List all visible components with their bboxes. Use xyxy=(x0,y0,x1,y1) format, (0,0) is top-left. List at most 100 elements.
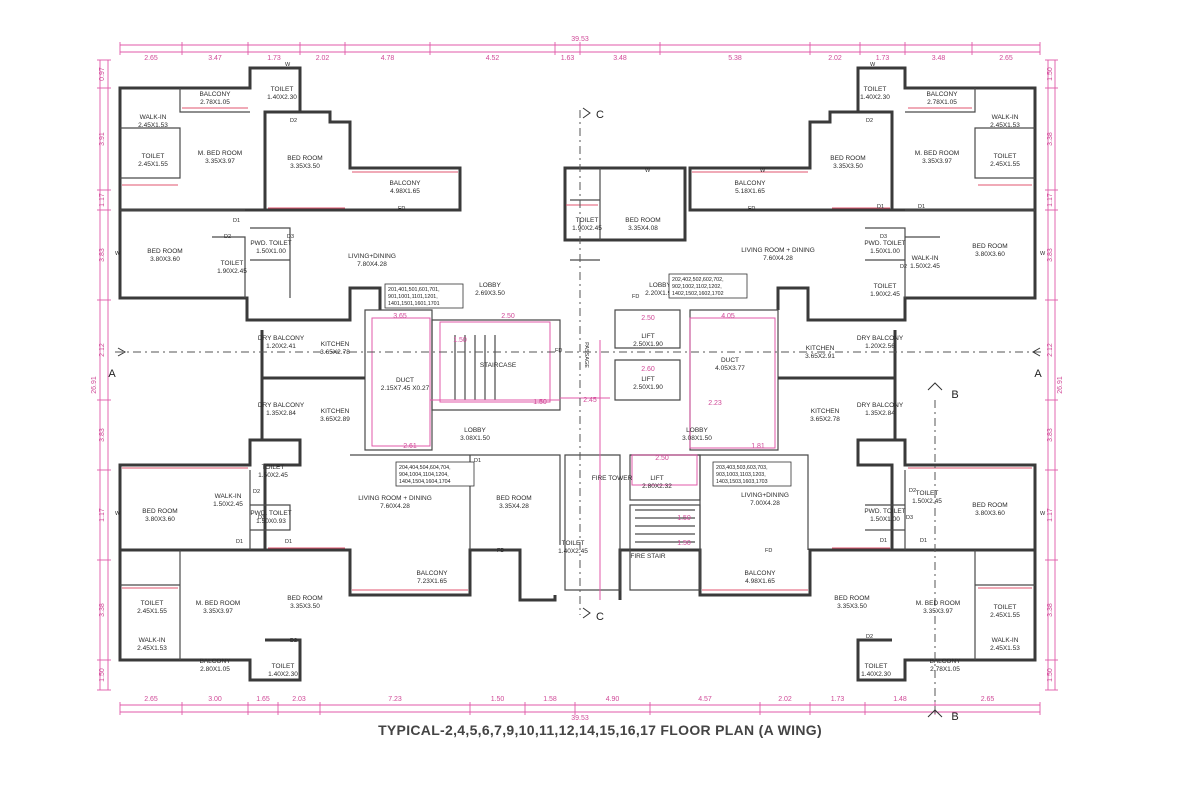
room-size: 2.45X1.55 xyxy=(137,608,167,615)
room-name: LIVING ROOM + DINING xyxy=(358,495,432,502)
room-name: STAIRCASE xyxy=(480,362,517,369)
room-size: 3.35X3.50 xyxy=(290,603,320,610)
room-size: 1.50X2.45 xyxy=(213,501,243,508)
section-c-top-label: C xyxy=(596,109,604,121)
fd-label: FD xyxy=(765,548,772,554)
room-size: 4.05X3.77 xyxy=(715,365,745,372)
d1-label: D1 xyxy=(918,204,925,210)
d2-label: D2 xyxy=(909,488,916,494)
room-size: 1.90X2.45 xyxy=(217,268,247,275)
room-size: 1.50X2.45 xyxy=(258,472,288,479)
room-name: TOILET xyxy=(272,663,295,670)
room-size: 2.78X1.05 xyxy=(200,99,230,106)
d1-label: D1 xyxy=(877,204,884,210)
room-name: TOILET xyxy=(994,604,1017,611)
window-sill-lines xyxy=(122,107,1032,591)
room-size: 2.69X3.50 xyxy=(475,290,505,297)
room-name: BED ROOM xyxy=(142,508,177,515)
right-dim-value: 3.83 xyxy=(1047,428,1054,442)
room-name: PWD. TOILET xyxy=(250,240,291,247)
core-dim-value: 3.65 xyxy=(393,313,407,320)
w-label: W xyxy=(645,168,651,174)
right-dim-value: 3.38 xyxy=(1047,603,1054,617)
flat-number-line: 202,402,502,602,702, xyxy=(672,277,724,283)
room-name: DUCT xyxy=(396,377,414,384)
top-dim-value: 4.52 xyxy=(486,55,500,62)
d1-label: D1 xyxy=(233,218,240,224)
room-size: 4.98X1.65 xyxy=(745,578,775,585)
room-label-fire-stair: FIRE STAIR xyxy=(630,553,666,560)
room-size: 1.50X1.00 xyxy=(870,516,900,523)
top-dim-value: 3.47 xyxy=(208,55,222,62)
room-label-walkin-ne-2: WALK-IN1.50X2.45 xyxy=(910,255,940,270)
room-name: BALCONY xyxy=(744,570,776,577)
room-name: BED ROOM xyxy=(287,595,322,602)
room-name: M. BED ROOM xyxy=(196,600,240,607)
room-size: 7.60X4.28 xyxy=(380,503,410,510)
top-dim-value: 3.48 xyxy=(932,55,946,62)
left-dim-value: 3.38 xyxy=(99,603,106,617)
room-name: WALK-IN xyxy=(139,637,166,644)
fd-label: FD xyxy=(555,348,562,354)
core-dim-value: 1.50 xyxy=(533,399,547,406)
section-b-bottom-label: B xyxy=(951,711,958,723)
room-name: TOILET xyxy=(916,490,939,497)
d2-label: D2 xyxy=(290,638,297,644)
flat-number-line: 901,1001,1101,1201, xyxy=(388,294,438,300)
flat-numbers-flats-nw: 201,401,501,601,701,901,1001,1101,1201,1… xyxy=(384,283,464,309)
d2-label: D2 xyxy=(900,264,907,270)
room-name: BED ROOM xyxy=(625,217,660,224)
room-size: 1.20X2.56 xyxy=(865,343,895,350)
room-name: LOBBY xyxy=(464,427,486,434)
core-dim-value: 2.50 xyxy=(655,455,669,462)
room-name: BED ROOM xyxy=(830,155,865,162)
room-name: LIVING ROOM + DINING xyxy=(741,247,815,254)
core-dim-value: 4.05 xyxy=(721,313,735,320)
bottom-dim-value: 2.02 xyxy=(778,696,792,703)
left-dim-value: 1.50 xyxy=(99,668,106,682)
room-name: FIRE TOWER xyxy=(592,475,633,482)
room-name: TOILET xyxy=(562,540,585,547)
bottom-dim-value: 2.03 xyxy=(292,696,306,703)
fd-label: FD xyxy=(632,294,639,300)
d1-label: D1 xyxy=(880,538,887,544)
top-dim-value: 1.73 xyxy=(876,55,890,62)
bottom-dim-value: 2.65 xyxy=(144,696,158,703)
w-label: W xyxy=(115,511,121,517)
right-dim-value: 1.17 xyxy=(1047,508,1054,522)
room-size: 3.08X1.50 xyxy=(460,435,490,442)
room-name: TOILET xyxy=(874,283,897,290)
room-name: PWD. TOILET xyxy=(864,240,905,247)
room-name: TOILET xyxy=(142,153,165,160)
room-size: 2.80X2.32 xyxy=(642,483,672,490)
flat-number-line: 201,401,501,601,701, xyxy=(388,287,440,293)
left-dim-value: 3.83 xyxy=(99,428,106,442)
d1-label: D1 xyxy=(285,539,292,545)
room-name: BALCONY xyxy=(416,570,448,577)
room-size: 2.45X1.55 xyxy=(138,161,168,168)
room-name: LIVING+DINING xyxy=(741,492,789,499)
room-label-walkin-nw: WALK-IN2.45X1.53 xyxy=(138,114,168,129)
left-dim-value: 3.91 xyxy=(99,132,106,146)
room-name: DRY BALCONY xyxy=(857,335,904,342)
room-name: M. BED ROOM xyxy=(198,150,242,157)
bottom-dim-value: 1.65 xyxy=(256,696,270,703)
room-name: KITCHEN xyxy=(321,341,350,348)
room-name: WALK-IN xyxy=(912,255,939,262)
flat-number-line: 204,404,504,604,704, xyxy=(399,465,451,471)
fd-label: FD xyxy=(748,206,755,212)
